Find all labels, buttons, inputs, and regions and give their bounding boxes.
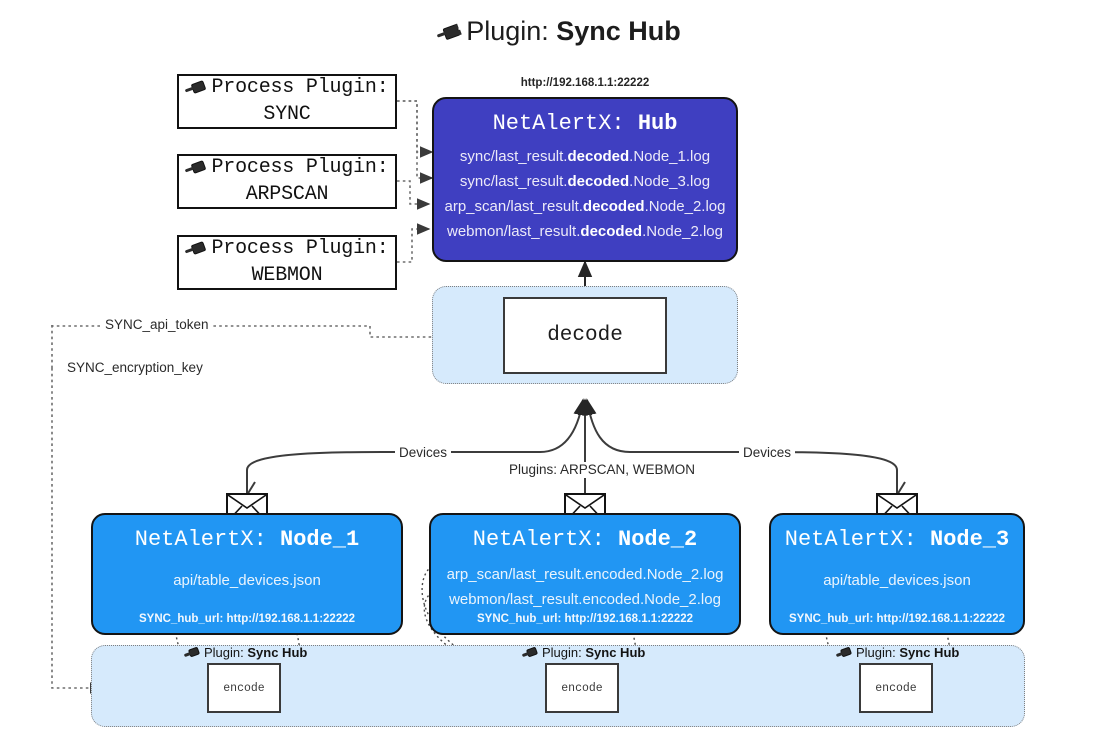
encode-label: encode [223, 681, 265, 695]
process-plugin-label: Process Plugin: [211, 76, 389, 100]
encode-box-1[interactable]: encode [207, 663, 281, 713]
node-data-line: webmon/last_result.encoded.Node_2.log [449, 591, 721, 609]
encoder-label-prefix: Plugin: [542, 645, 582, 660]
process-plugin-name: WEBMON [251, 263, 323, 287]
node-data-line: api/table_devices.json [823, 572, 971, 589]
process-plugin-sync[interactable]: Process Plugin: SYNC [177, 74, 397, 129]
sync-api-token-label: SYNC_api_token [101, 317, 213, 334]
process-plugin-webmon[interactable]: Process Plugin: WEBMON [177, 235, 397, 290]
encoder-label-name: Sync Hub [585, 645, 646, 660]
node-hub-url: SYNC_hub_url: http://192.168.1.1:22222 [476, 613, 694, 625]
node-data-line: arp_scan/last_result.encoded.Node_2.log [446, 566, 724, 583]
plug-icon [185, 159, 207, 177]
process-plugin-name: SYNC [263, 102, 311, 126]
plug-icon [185, 79, 207, 97]
encoder-plugin-label-3: Plugin: Sync Hub [835, 645, 960, 660]
page-title-prefix: Plugin: [466, 16, 549, 46]
hub-log-mid: decoded [567, 148, 630, 165]
encode-box-2[interactable]: encode [545, 663, 619, 713]
hub-log-line: sync/last_result.decoded.Node_1.log [434, 144, 736, 169]
encode-box-3[interactable]: encode [859, 663, 933, 713]
encoder-label-prefix: Plugin: [204, 645, 244, 660]
hub-log-line: arp_scan/last_result.decoded.Node_2.log [434, 194, 736, 219]
hub-log-pre: arp_scan/last_result. [444, 198, 583, 216]
encode-label: encode [561, 681, 603, 695]
hub-log-mid: decoded [580, 223, 643, 241]
encoder-plugin-label-2: Plugin: Sync Hub [521, 645, 646, 660]
node-title-prefix: NetAlertX: [472, 527, 605, 552]
node-1[interactable]: NetAlertX: Node_1 api/table_devices.json… [91, 513, 403, 635]
hub-log-line: sync/last_result.decoded.Node_3.log [434, 169, 736, 194]
encoder-label-name: Sync Hub [247, 645, 308, 660]
hub-url-label: http://192.168.1.1:22222 [520, 77, 650, 89]
hub-log-mid: decoded [567, 173, 630, 191]
encode-label: encode [875, 681, 917, 695]
decode-label: decode [547, 324, 623, 347]
hub-log-mid: decoded [582, 198, 645, 216]
plug-icon [521, 646, 539, 659]
hub-log-pre: sync/last_result. [459, 173, 568, 191]
node-2[interactable]: NetAlertX: Node_2 arp_scan/last_result.e… [429, 513, 741, 635]
process-plugin-label: Process Plugin: [211, 237, 389, 261]
hub-node[interactable]: NetAlertX: Hub sync/last_result.decoded.… [432, 97, 738, 262]
plug-icon [185, 240, 207, 258]
process-plugin-label: Process Plugin: [211, 156, 389, 180]
node-hub-url: SYNC_hub_url: http://192.168.1.1:22222 [788, 613, 1006, 625]
hub-title-name: Hub [637, 111, 678, 136]
encoder-label-name: Sync Hub [899, 645, 960, 660]
hub-log-post: .Node_3.log [629, 173, 711, 191]
devices-right-label: Devices [739, 445, 796, 462]
node-title-prefix: NetAlertX: [134, 527, 267, 552]
hub-log-post: .Node_2.log [642, 223, 723, 241]
encoder-label-prefix: Plugin: [856, 645, 896, 660]
hub-log-pre: webmon/last_result. [447, 223, 581, 241]
devices-left-label: Devices [395, 445, 452, 462]
node-title: NetAlertX: Node_3 [785, 527, 1009, 552]
node-data-line: api/table_devices.json [173, 572, 321, 589]
hub-log-pre: sync/last_result. [459, 148, 568, 165]
page-title: Plugin: Sync Hub [0, 16, 1117, 47]
plug-icon [436, 22, 462, 44]
decode-box[interactable]: decode [503, 297, 667, 374]
node-hub-url: SYNC_hub_url: http://192.168.1.1:22222 [138, 613, 356, 625]
node-title-name: Node_2 [618, 527, 698, 552]
hub-log-post: .Node_1.log [629, 148, 711, 165]
encoder-plugin-label-1: Plugin: Sync Hub [183, 645, 308, 660]
plug-icon [835, 646, 853, 659]
process-plugin-name: ARPSCAN [245, 182, 329, 206]
node-title: NetAlertX: Node_1 [135, 527, 359, 552]
node-title-prefix: NetAlertX: [784, 527, 917, 552]
node-title-name: Node_1 [280, 527, 360, 552]
node-title: NetAlertX: Node_2 [473, 527, 697, 552]
page-title-name: Sync Hub [556, 16, 681, 46]
sync-encryption-key-label: SYNC_encryption_key [63, 360, 207, 377]
hub-log-post: .Node_2.log [644, 198, 726, 216]
node-3[interactable]: NetAlertX: Node_3 api/table_devices.json… [769, 513, 1025, 635]
process-plugin-arpscan[interactable]: Process Plugin: ARPSCAN [177, 154, 397, 209]
plugins-center-label: Plugins: ARPSCAN, WEBMON [505, 462, 700, 479]
plug-icon [183, 646, 201, 659]
hub-log-line: webmon/last_result.decoded.Node_2.log [434, 219, 736, 244]
node-title-name: Node_3 [930, 527, 1010, 552]
hub-title-prefix: NetAlertX: [492, 111, 625, 136]
hub-title: NetAlertX: Hub [493, 111, 678, 136]
